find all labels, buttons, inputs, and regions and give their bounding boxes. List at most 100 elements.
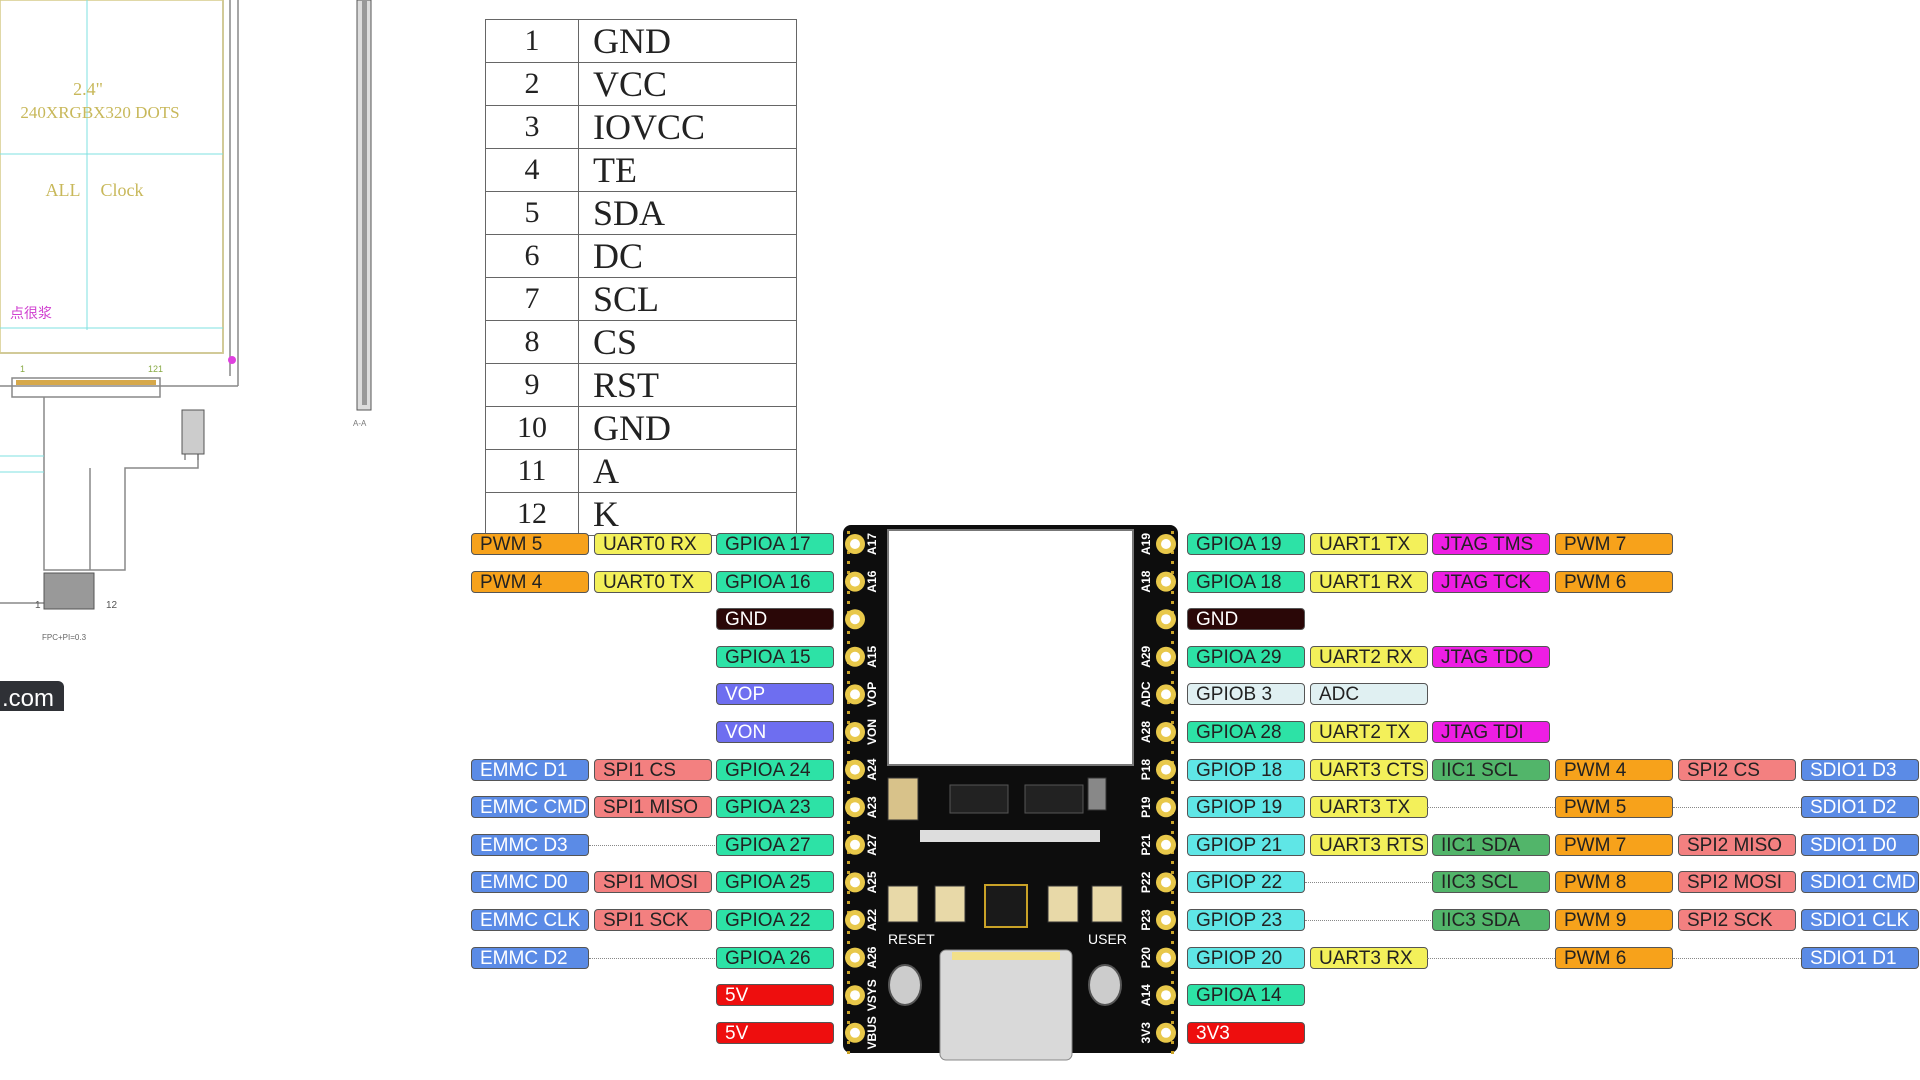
pin-label-gpio: GPIOA 29 bbox=[1187, 645, 1305, 668]
edge-dot bbox=[1171, 1011, 1174, 1014]
pin-id-label: A19 bbox=[1139, 533, 1153, 555]
edge-dot bbox=[847, 561, 850, 564]
header-hole bbox=[1161, 1027, 1171, 1038]
pin-id-label: A29 bbox=[1139, 645, 1153, 667]
edge-dot bbox=[1171, 561, 1174, 564]
pin-id-label: A26 bbox=[865, 946, 879, 968]
header-hole bbox=[850, 651, 860, 662]
pin-label-uart: UART0 RX bbox=[594, 533, 712, 555]
pin-signal-name: TE bbox=[578, 148, 797, 192]
lcd-resolution-label: 240XRGBX320 DOTS bbox=[20, 103, 179, 122]
pin-label-gpio: GPIOA 16 bbox=[716, 570, 834, 593]
pin-id-label: P22 bbox=[1139, 871, 1153, 893]
pin-number: 7 bbox=[485, 277, 579, 321]
pin-label-gpio: GPIOA 25 bbox=[716, 871, 834, 894]
pin-label-sdio: SDIO1 CMD bbox=[1801, 871, 1919, 894]
pin-label-uart: UART3 CTS bbox=[1310, 758, 1428, 781]
fpc-pin-first-label: 1 bbox=[35, 600, 41, 611]
pin-id-label: A14 bbox=[1139, 984, 1153, 1006]
pin-label-vo: VOP bbox=[716, 683, 834, 706]
pin-label-uart: UART2 TX bbox=[1310, 721, 1428, 743]
lcd-pixel-label: 点很浆 bbox=[10, 306, 52, 322]
pin-label-spi: SPI1 SCK bbox=[594, 909, 712, 931]
edge-dot bbox=[1171, 1051, 1174, 1054]
pin-id-label: P21 bbox=[1139, 834, 1153, 856]
edge-dot bbox=[847, 701, 850, 704]
pin-label-pwr: 3V3 bbox=[1187, 1021, 1305, 1044]
edge-dot bbox=[847, 851, 850, 854]
pin-label-gpio: GPIOA 26 bbox=[716, 946, 834, 969]
header-hole bbox=[850, 727, 860, 737]
reset-button bbox=[888, 964, 922, 1006]
pin-number: 1 bbox=[485, 19, 579, 63]
pin-label-pwm: PWM 6 bbox=[1555, 946, 1673, 969]
header-hole bbox=[1161, 651, 1171, 662]
pin-number: 2 bbox=[485, 62, 579, 106]
edge-dot bbox=[847, 721, 850, 724]
pin-label-pwm: PWM 6 bbox=[1555, 570, 1673, 593]
edge-dot bbox=[847, 681, 850, 684]
pin-label-iic: IIC1 SDA bbox=[1432, 833, 1550, 856]
pin-label-jtag: JTAG TDO bbox=[1432, 645, 1550, 668]
pin-label-emmc: EMMC CMD bbox=[471, 796, 589, 819]
pin-label-gpiop: GPIOP 22 bbox=[1187, 871, 1305, 894]
dotted-connector bbox=[1427, 957, 1555, 959]
pin-label-gnd: GND bbox=[716, 608, 834, 631]
pin-label-gpio: GPIOA 24 bbox=[716, 758, 834, 781]
pin-number: 8 bbox=[485, 320, 579, 364]
header-hole bbox=[1161, 952, 1171, 963]
edge-dot bbox=[847, 1041, 850, 1044]
edge-dot bbox=[1171, 601, 1174, 604]
edge-dot bbox=[847, 861, 850, 864]
edge-dot bbox=[1171, 701, 1174, 704]
header-hole bbox=[1161, 576, 1171, 587]
edge-dot bbox=[1171, 551, 1174, 554]
pin-id-label: A15 bbox=[865, 645, 879, 667]
pin-label-gpio: GPIOA 28 bbox=[1187, 721, 1305, 743]
pin-label-pwr: 5V bbox=[716, 984, 834, 1007]
edge-dot bbox=[847, 941, 850, 944]
edge-dot bbox=[847, 1051, 850, 1054]
header-hole bbox=[850, 877, 860, 888]
header-hole bbox=[1161, 764, 1171, 775]
pin-id-label: P20 bbox=[1139, 947, 1153, 969]
edge-dot bbox=[847, 971, 850, 974]
usb-c-connector bbox=[939, 949, 1073, 1061]
header-hole bbox=[850, 990, 860, 1001]
pin-label-iic: IIC1 SCL bbox=[1432, 758, 1550, 781]
pin-label-gpiop: GPIOP 20 bbox=[1187, 946, 1305, 969]
pin-id-label: P23 bbox=[1139, 909, 1153, 931]
pin-label-gpio: GPIOA 14 bbox=[1187, 984, 1305, 1007]
edge-dot bbox=[847, 931, 850, 934]
edge-dot bbox=[1171, 671, 1174, 674]
header-hole bbox=[1161, 614, 1171, 625]
component-button-pad bbox=[934, 885, 966, 923]
pin-label-uart: UART0 TX bbox=[594, 570, 712, 593]
pin-signal-name: SDA bbox=[578, 191, 797, 235]
pin-label-gpiop: GPIOP 23 bbox=[1187, 909, 1305, 931]
pin-label-gpio: GPIOA 17 bbox=[716, 533, 834, 555]
header-hole bbox=[850, 539, 860, 549]
pin-signal-name: A bbox=[578, 449, 797, 493]
edge-dot bbox=[1171, 681, 1174, 684]
fpc-pin-last-label: 12 bbox=[106, 600, 118, 611]
component-chip bbox=[1087, 777, 1107, 811]
header-hole bbox=[850, 689, 860, 700]
edge-dot bbox=[847, 631, 850, 634]
pin-signal-name: DC bbox=[578, 234, 797, 278]
edge-dot bbox=[847, 831, 850, 834]
component-button-pad bbox=[1047, 885, 1079, 923]
component-crystal bbox=[887, 777, 919, 821]
pin-label-gpiop: GPIOP 18 bbox=[1187, 758, 1305, 781]
pin-id-label: A28 bbox=[1139, 721, 1153, 743]
pin-label-gpio: GPIOA 19 bbox=[1187, 533, 1305, 555]
pin-id-label: VOP bbox=[865, 682, 879, 707]
header-hole bbox=[1161, 727, 1171, 737]
pin-label-uart: UART1 RX bbox=[1310, 570, 1428, 593]
edge-dot bbox=[847, 871, 850, 874]
edge-dot bbox=[847, 791, 850, 794]
